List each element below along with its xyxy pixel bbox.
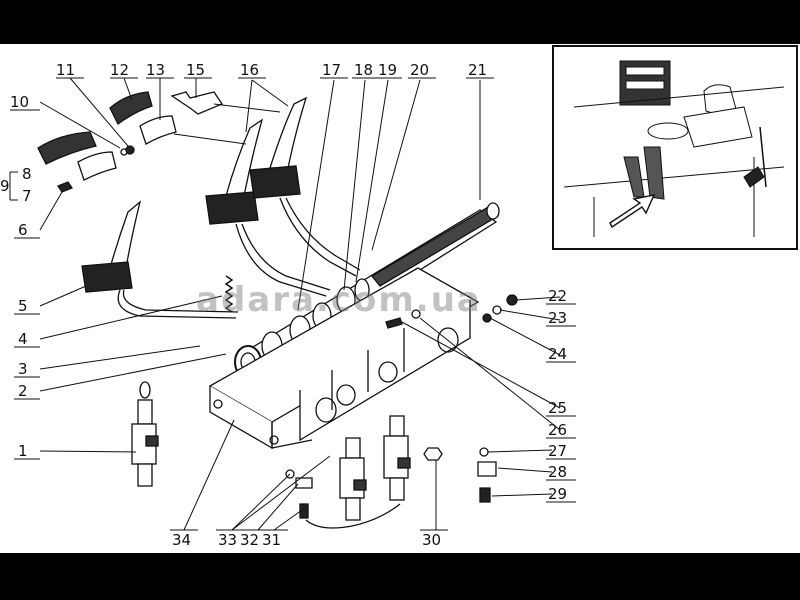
bolt-6 — [57, 181, 73, 193]
label-8: 8 — [22, 165, 32, 183]
nut-11 — [125, 145, 135, 155]
label-17: 17 — [322, 61, 342, 79]
label-12: 12 — [110, 61, 130, 79]
brake-cylinder-1 — [131, 381, 159, 487]
label-2: 2 — [18, 382, 28, 400]
label-1: 1 — [18, 442, 28, 460]
leader-lines — [9, 77, 561, 531]
washer-23 — [492, 305, 502, 315]
hose-loop — [305, 503, 401, 529]
pedal-pad-8 — [37, 131, 97, 165]
washer-26 — [411, 309, 421, 319]
label-15: 15 — [186, 61, 206, 79]
pedal-pad-13 — [139, 115, 177, 145]
washer-33 — [285, 469, 295, 479]
label-28: 28 — [548, 463, 568, 481]
label-3: 3 — [18, 360, 28, 378]
label-7: 7 — [22, 187, 32, 205]
label-22: 22 — [548, 287, 568, 305]
pedal-pad-7 — [77, 151, 117, 181]
label-26: 26 — [548, 421, 568, 439]
label-21: 21 — [468, 61, 488, 79]
pedal-pad-15 — [170, 91, 223, 115]
brake-cylinder-2 — [339, 437, 367, 521]
left-pedal — [81, 200, 239, 319]
label-27: 27 — [548, 442, 568, 460]
watermark: adara.com.ua — [196, 280, 482, 320]
label-23: 23 — [548, 309, 568, 327]
label-18: 18 — [354, 61, 374, 79]
label-29: 29 — [548, 485, 568, 503]
bolt-31 — [299, 503, 309, 519]
tee-32 — [295, 477, 313, 489]
washer-27 — [479, 447, 489, 457]
return-spring — [224, 275, 234, 313]
fitting-22 — [506, 294, 518, 306]
nut-24 — [482, 313, 492, 323]
label-4: 4 — [18, 330, 28, 348]
label-34: 34 — [172, 531, 192, 549]
label-5: 5 — [18, 297, 28, 315]
label-underlines — [10, 77, 576, 531]
label-20: 20 — [410, 61, 430, 79]
label-13: 13 — [146, 61, 166, 79]
pedal-pad-12 — [109, 91, 153, 125]
label-25: 25 — [548, 399, 568, 417]
middle-pedal — [205, 118, 331, 297]
label-16: 16 — [240, 61, 260, 79]
label-33: 33 — [218, 531, 238, 549]
label-30: 30 — [422, 531, 442, 549]
banjo-28 — [477, 461, 497, 477]
label-32: 32 — [240, 531, 260, 549]
right-pedal — [249, 96, 361, 277]
label-11: 11 — [56, 61, 76, 79]
cab-inset-drawing — [563, 60, 785, 237]
label-6: 6 — [18, 221, 28, 239]
label-19: 19 — [378, 61, 398, 79]
label-10: 10 — [10, 93, 30, 111]
label-9: 9 — [0, 177, 10, 195]
cab-inset-view — [552, 45, 798, 250]
label-24: 24 — [548, 345, 568, 363]
mounting-bracket — [208, 267, 480, 450]
bolt-29 — [479, 487, 491, 503]
nut-30 — [423, 447, 443, 461]
brake-cylinder-3 — [383, 415, 411, 501]
bolt-25 — [385, 317, 403, 329]
label-31: 31 — [262, 531, 282, 549]
